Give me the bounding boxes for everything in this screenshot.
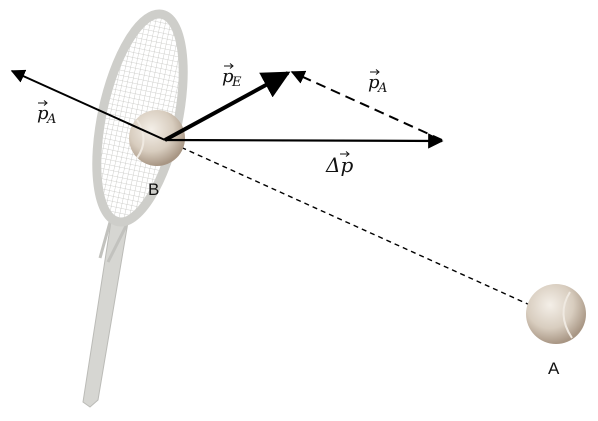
label-point-b: B: [148, 180, 159, 199]
label-p-a-right-sub: A: [377, 81, 387, 96]
vector-p-a-left: [10, 69, 166, 141]
vector-delta-p: [164, 133, 444, 149]
label-p-a-right-text: p: [368, 72, 380, 93]
tennis-racket: [82, 9, 188, 408]
vector-p-a-right: [290, 70, 443, 141]
label-delta-p-text: Δp: [325, 153, 353, 177]
label-p-a-right: p A: [368, 69, 387, 96]
label-p-e-text: p: [222, 66, 234, 87]
label-p-e-sub: E: [231, 75, 242, 90]
label-p-e: p E: [222, 63, 242, 90]
vector-p-e: [164, 71, 291, 142]
label-delta-p: Δp: [325, 151, 353, 177]
trajectory-line: [164, 139, 553, 316]
ball-a: [526, 284, 586, 344]
ball-b: [129, 110, 185, 166]
label-p-a-left-text: p: [37, 103, 49, 124]
label-point-a: A: [548, 359, 560, 378]
label-p-a-left-sub: A: [46, 112, 56, 127]
label-p-a-left: p A: [37, 100, 56, 127]
